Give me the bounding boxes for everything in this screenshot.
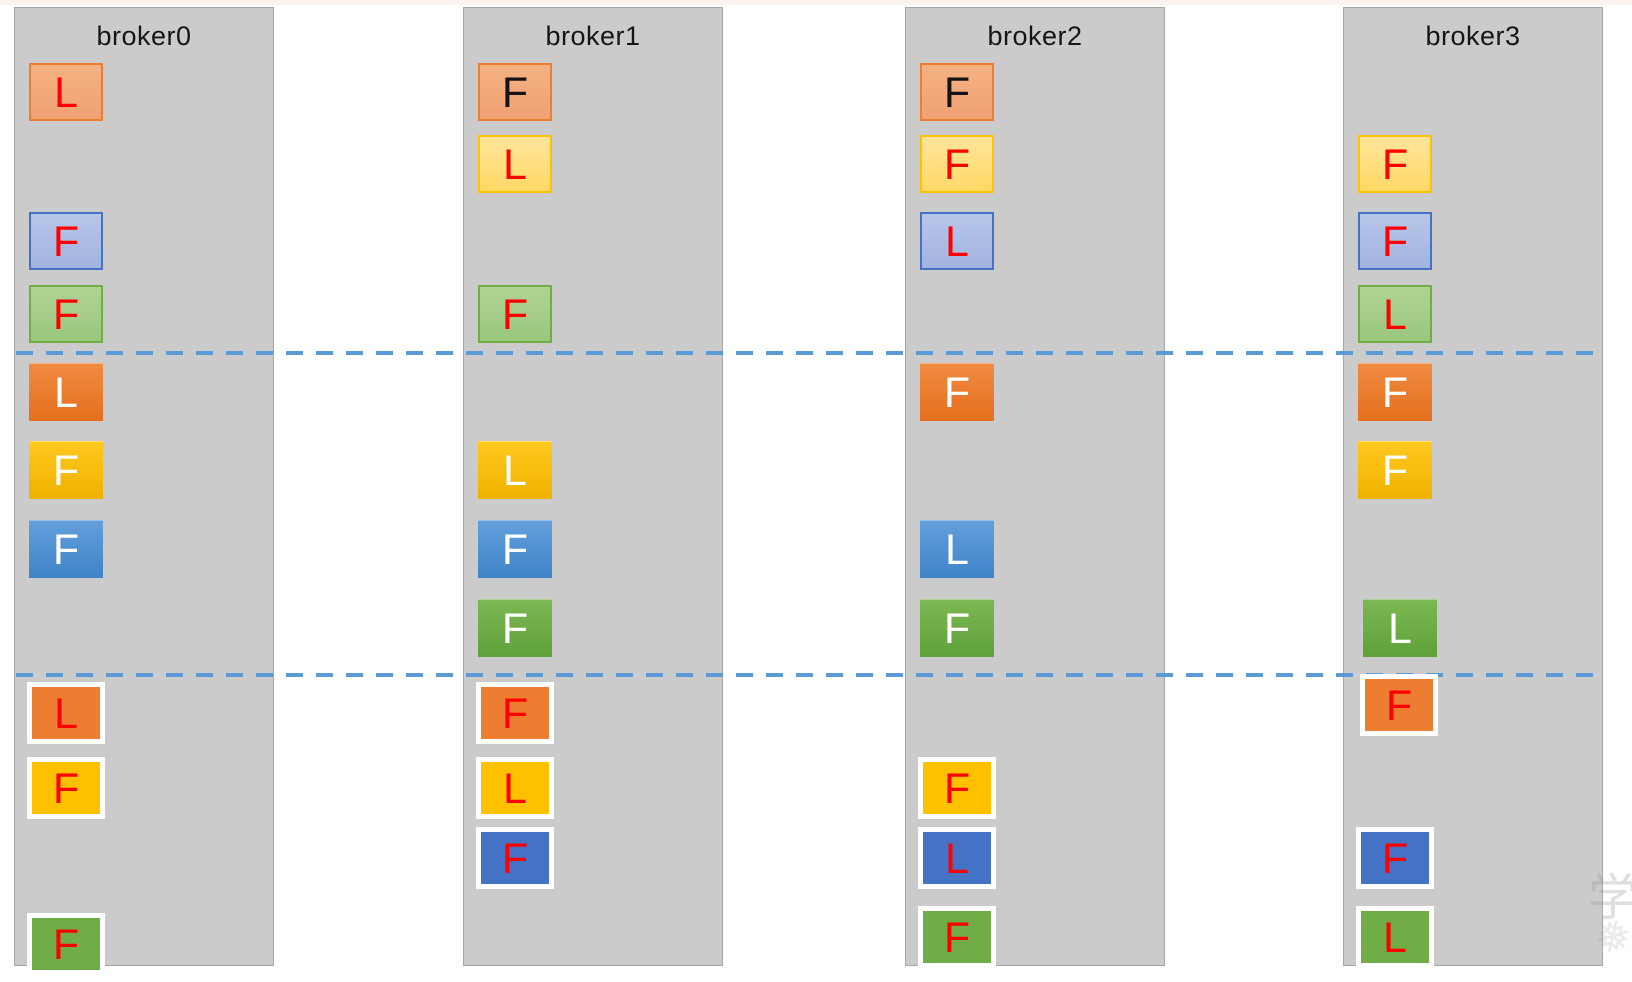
replica-label: F <box>943 604 971 653</box>
replica-label: F <box>52 446 80 495</box>
replica-label: L <box>503 446 527 495</box>
replica-box-follower: F <box>478 285 552 343</box>
replica-box-follower: F <box>476 682 554 744</box>
replica-label: L <box>945 834 969 883</box>
watermark-glyph: 学 <box>1588 870 1632 926</box>
replica-box-follower: F <box>1358 363 1432 421</box>
replica-box-follower: F <box>920 135 994 193</box>
replica-box-follower: F <box>478 599 552 657</box>
replica-label: F <box>1381 834 1409 883</box>
replica-box-follower: F <box>1358 135 1432 193</box>
replica-box-follower: F <box>29 441 103 499</box>
replica-box-follower: F <box>1358 441 1432 499</box>
broker-title: broker1 <box>545 21 641 51</box>
replica-box-leader: L <box>1363 599 1437 657</box>
replica-label: F <box>501 604 529 653</box>
replica-box-leader: L <box>476 757 554 819</box>
replica-box-follower: F <box>478 520 552 578</box>
replica-label: F <box>52 764 80 813</box>
replica-label: F <box>943 764 971 813</box>
replica-label: F <box>52 920 80 969</box>
replica-label: L <box>1383 913 1407 962</box>
broker-title: broker0 <box>96 21 192 51</box>
replica-box-follower: F <box>476 827 554 889</box>
replica-label: L <box>503 140 527 189</box>
replica-box-leader: L <box>918 827 996 889</box>
replica-label: L <box>945 525 969 574</box>
replica-label: F <box>943 368 971 417</box>
replica-label: F <box>52 217 80 266</box>
dashed-divider-line-2 <box>16 673 1604 677</box>
replica-label: F <box>501 68 529 117</box>
replica-box-leader: L <box>478 441 552 499</box>
replica-label: F <box>52 525 80 574</box>
replica-box-follower: F <box>920 599 994 657</box>
replica-label: L <box>1388 604 1412 653</box>
replica-box-follower: F <box>27 757 105 819</box>
replica-label: L <box>54 368 78 417</box>
replica-box-follower: F <box>29 520 103 578</box>
replica-label: F <box>943 913 971 962</box>
replica-label: F <box>501 689 529 738</box>
replica-box-follower: F <box>1358 212 1432 270</box>
replica-label: F <box>501 525 529 574</box>
replica-label: L <box>503 764 527 813</box>
replica-box-follower: F <box>27 913 105 975</box>
replica-label: L <box>54 68 78 117</box>
replica-box-follower: F <box>29 212 103 270</box>
replica-box-leader: L <box>920 520 994 578</box>
replica-label: F <box>1381 217 1409 266</box>
replica-box-follower: F <box>1360 674 1438 736</box>
dashed-divider-line-1 <box>16 351 1604 355</box>
replica-label: F <box>1381 368 1409 417</box>
replica-label: F <box>1385 681 1413 730</box>
replica-box-follower: F <box>920 63 994 121</box>
replica-box-follower: F <box>478 63 552 121</box>
replica-box-leader: L <box>29 63 103 121</box>
replica-label: F <box>1381 140 1409 189</box>
replica-box-leader: L <box>478 135 552 193</box>
replica-label: F <box>943 68 971 117</box>
replica-label: F <box>52 290 80 339</box>
replica-label: L <box>1383 290 1407 339</box>
replica-box-follower: F <box>920 363 994 421</box>
replica-box-follower: F <box>918 906 996 968</box>
replica-box-leader: L <box>27 682 105 744</box>
replica-label: F <box>943 140 971 189</box>
replica-box-leader: L <box>1356 906 1434 968</box>
replica-box-follower: F <box>1356 827 1434 889</box>
replica-label: L <box>945 217 969 266</box>
replica-label: F <box>501 834 529 883</box>
replica-box-follower: F <box>918 757 996 819</box>
replica-label: F <box>501 290 529 339</box>
replica-box-follower: F <box>29 285 103 343</box>
broker-title: broker3 <box>1425 21 1521 51</box>
replica-box-leader: L <box>1358 285 1432 343</box>
replica-label: F <box>1381 446 1409 495</box>
top-edge-strip <box>0 0 1632 5</box>
replica-label: L <box>54 689 78 738</box>
replica-box-leader: L <box>920 212 994 270</box>
replica-box-leader: L <box>29 363 103 421</box>
broker-title: broker2 <box>987 21 1083 51</box>
